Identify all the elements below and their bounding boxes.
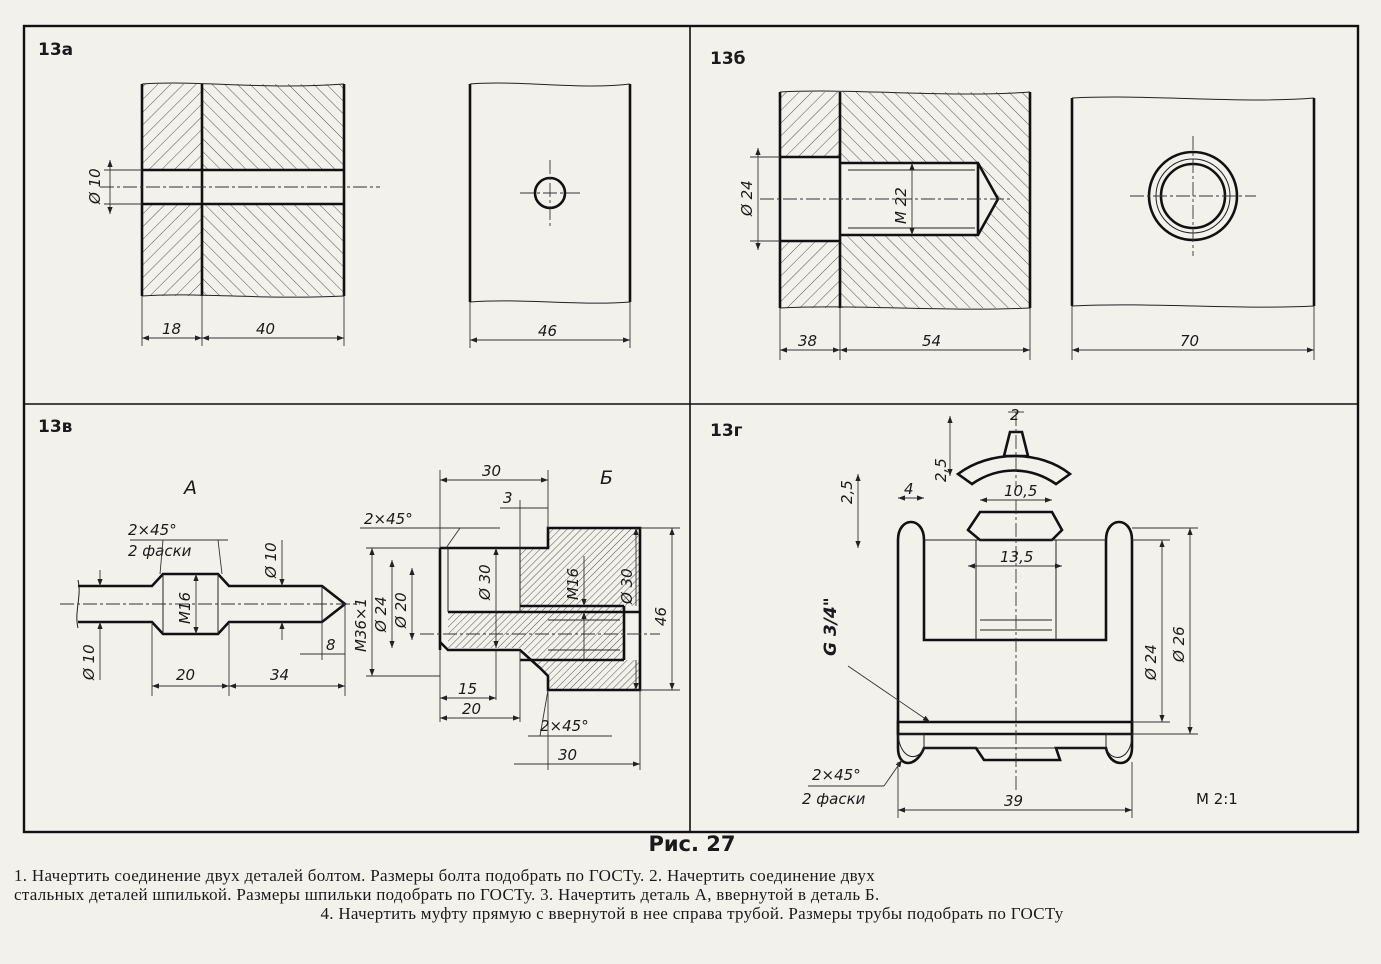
dim-g-2-5-top: 2,5	[932, 458, 950, 482]
panel-label-13g: 13г	[710, 421, 743, 441]
dim-a-8: 8	[326, 636, 336, 654]
dim-a-chamfer-count: 2 фаски	[128, 542, 192, 560]
dim-13b-38: 38	[798, 332, 817, 350]
dim-b-30-bottom: 30	[558, 746, 577, 764]
task-description: 1. Начертить соединение двух деталей бол…	[14, 866, 1370, 923]
dim-13a-diam: Ø 10	[86, 168, 104, 205]
dim-a-34: 34	[270, 666, 289, 684]
dim-b-m16: M16	[564, 568, 582, 600]
dim-b-15: 15	[458, 680, 477, 698]
panel-13v: 13в А Б 2×45° 2 фаски Ø 10 M16 Ø 10	[38, 417, 680, 770]
dim-b-chamfer-top: 2×45°	[364, 510, 413, 528]
dim-a-20: 20	[176, 666, 195, 684]
dim-13b-54: 54	[922, 332, 941, 350]
dim-13a-40: 40	[256, 320, 275, 338]
dim-13a-46: 46	[538, 322, 557, 340]
dim-a-diam-left: Ø 10	[80, 644, 98, 681]
dim-a-thread: M16	[176, 592, 194, 624]
panel-13a: 13а Ø 10 18 40 46	[38, 40, 632, 348]
dim-g-10-5: 10,5	[1004, 482, 1037, 500]
panel-label-13b: 13б	[710, 49, 746, 69]
panel-label-13a: 13а	[38, 40, 73, 60]
dim-b-20: 20	[462, 700, 481, 718]
dim-g-2-5-left: 2,5	[838, 480, 856, 504]
dim-a-chamfer: 2×45°	[128, 521, 177, 539]
dim-g-diam26: Ø 26	[1170, 626, 1188, 663]
task-line-3: 4. Начертить муфту прямую с ввернутой в …	[320, 904, 1064, 923]
dim-b-3: 3	[503, 489, 513, 507]
dim-g-thread: G 3/4"	[821, 597, 841, 656]
panel-13g: 13г 2 2,5 4 2,5 10,5 13,5 G 3/4"	[710, 406, 1238, 818]
dim-b-chamfer-bottom: 2×45°	[540, 717, 589, 735]
dim-a-diam-right: Ø 10	[262, 542, 280, 579]
task-line-2: стальных деталей шпилькой. Размеры шпиль…	[14, 885, 880, 904]
sheet-frame	[22, 24, 1360, 834]
dim-b-diam24: Ø 24	[372, 596, 390, 633]
dim-g-39: 39	[1004, 792, 1023, 810]
part-label-a: А	[182, 477, 197, 499]
dim-b-diam30-outer: Ø 30	[618, 568, 636, 605]
dim-g-4: 4	[904, 480, 914, 498]
dim-13b-thread: M 22	[892, 187, 910, 224]
dim-b-diam30-inner: Ø 30	[476, 564, 494, 601]
dim-b-30-top: 30	[482, 462, 501, 480]
dim-g-chamfer: 2×45°	[812, 766, 861, 784]
panel-13b: 13б Ø 24 M 22 38 54	[710, 49, 1316, 360]
dim-g-chamfer-count: 2 фаски	[802, 790, 866, 808]
dim-13b-70: 70	[1180, 332, 1199, 350]
dim-b-diam20: Ø 20	[392, 592, 410, 629]
scale-label: M 2:1	[1196, 790, 1238, 808]
panel-label-13v: 13в	[38, 417, 73, 437]
dim-13a-18: 18	[162, 320, 181, 338]
figure-caption: Рис. 27	[648, 832, 736, 856]
dim-g-2: 2	[1010, 406, 1020, 424]
task-line-1: 1. Начертить соединение двух деталей бол…	[14, 866, 875, 885]
dim-g-13-5: 13,5	[1000, 548, 1033, 566]
dim-b-46: 46	[652, 607, 670, 626]
dim-g-diam24: Ø 24	[1142, 644, 1160, 681]
part-label-b: Б	[600, 467, 613, 489]
dim-13b-diam: Ø 24	[738, 180, 756, 217]
dim-b-m36: M36×1	[352, 598, 370, 652]
